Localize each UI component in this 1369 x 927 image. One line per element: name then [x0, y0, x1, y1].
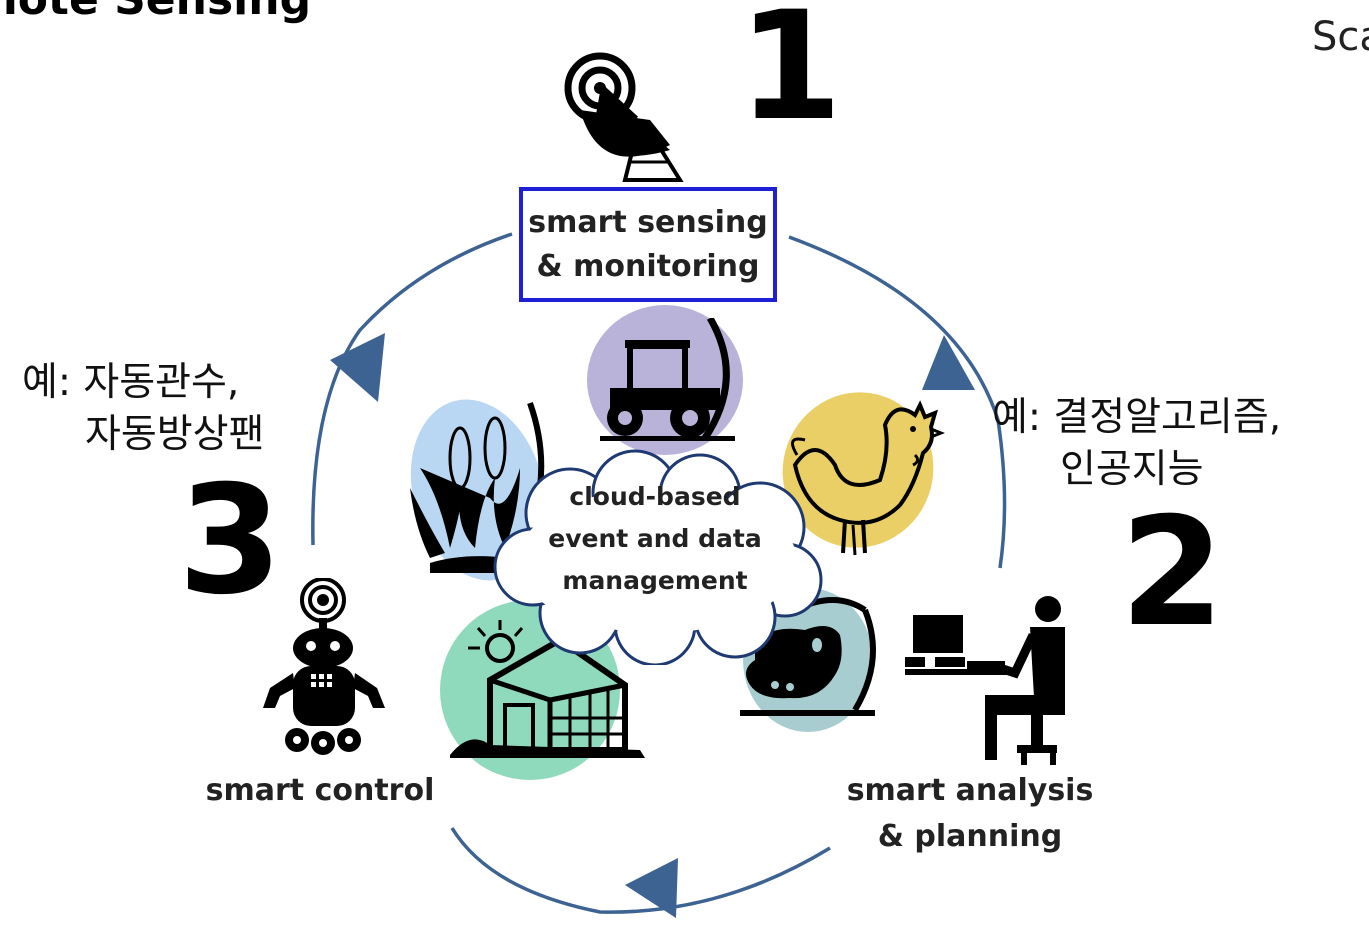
step2-example-line2: 인공지능: [1060, 447, 1204, 492]
step-number-3: 3: [178, 454, 283, 628]
page-title: emote Sensing: [0, 0, 311, 25]
person-at-computer-icon: [905, 596, 1065, 765]
arrow-head-left: [330, 333, 385, 402]
step1-label-line1: smart sensing: [528, 204, 768, 240]
cloud-label-line3: management: [562, 566, 748, 595]
step3-example-line2: 자동방상팬: [85, 412, 265, 457]
step-number-1: 1: [738, 0, 843, 154]
step3-example-line1: 예: 자동관수,: [22, 360, 240, 405]
robot-icon: [263, 578, 385, 755]
satellite-dish-icon: [564, 52, 684, 182]
header-right-fragment: Sca: [1312, 14, 1369, 60]
step1-label-line2: & monitoring: [536, 248, 760, 284]
cloud-label-line1: cloud-based: [569, 482, 741, 511]
greenhouse-icon: [450, 620, 645, 758]
step2-label-line2: & planning: [877, 819, 1063, 854]
cloud-label-line2: event and data: [548, 524, 762, 553]
step2-example-line1: 예: 결정알고리즘,: [992, 395, 1282, 440]
arc-top-right: [788, 235, 1007, 569]
tractor-icon: [600, 318, 735, 441]
cloud-shape: [493, 449, 823, 665]
arc-bottom: [450, 827, 831, 914]
chicken-icon: [791, 400, 945, 556]
step-number-2: 2: [1120, 486, 1225, 660]
step1-label-box: smart sensing & monitoring: [519, 187, 777, 302]
arc-left: [311, 232, 513, 546]
step2-label-line1: smart analysis: [846, 773, 1094, 808]
arrow-head-right: [922, 335, 975, 390]
arrow-head-bottom: [625, 858, 678, 918]
step3-label: smart control: [205, 773, 435, 808]
